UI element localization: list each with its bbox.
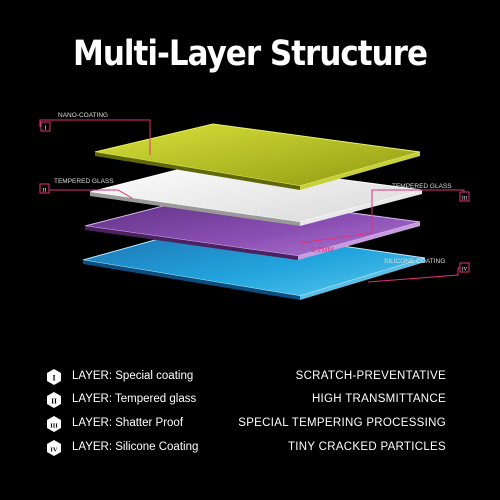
legend-feature-label: SCRATCH-PREVENTATIVE [295,370,446,382]
tempered-left-callout-line [48,189,133,199]
svg-text:II: II [51,397,57,406]
legend-layer-label: LAYER: Shatter Proof [72,417,184,429]
svg-text:III: III [462,197,467,202]
legend-row-3: III LAYER: Shatter Proof SPECIAL TEMPERI… [46,415,446,435]
nano-coating-layer [94,123,421,187]
callout-marker-4: IV [459,262,470,273]
svg-text:I: I [52,374,55,383]
nano-coating-label: NANO-COATING [58,112,108,119]
legend-feature-label: HIGH TRANSMITTANCE [311,393,446,405]
svg-text:IV: IV [50,447,58,454]
legend-feature-label: SPECIAL TEMPERING PROCESSING [238,417,446,429]
svg-text:IV: IV [462,268,468,273]
tempered-glass-left-label: TEMPERED GLASS [54,178,114,185]
layer-diagram: I II III IV NANO-COATING TEMPERED GLASS … [39,112,470,300]
page-title: Multi-Layer Structure [73,33,428,75]
legend-feature-label: TINY CRACKED PARTICLES [287,441,446,453]
numeral-3-icon: III [47,416,61,432]
svg-text:I: I [45,126,47,132]
silicone-coating-label: SILICONE COATING [384,258,445,265]
numeral-2-icon: II [47,392,61,408]
numeral-1-icon: I [47,369,61,385]
legend-layer-label: LAYER: Tempered glass [72,393,197,405]
svg-text:II: II [43,188,47,194]
callout-marker-1: I [40,121,51,132]
nano-callout-line [39,119,151,155]
callout-marker-2: II [39,183,50,194]
legend-layer-label: LAYER: Special coating [72,370,194,382]
numeral-4-icon: IV [47,440,61,456]
legend-row-4: IV LAYER: Silicone Coating TINY CRACKED … [46,439,446,459]
svg-text:III: III [50,423,58,430]
tempered-glass-right-label: TEMPERED GLASS [392,183,452,190]
thickness-label: 0.2MM [311,245,334,254]
callout-marker-3: III [459,191,470,202]
legend-row-2: II LAYER: Tempered glass HIGH TRANSMITTA… [46,391,446,411]
legend-layer-label: LAYER: Silicone Coating [72,441,199,453]
legend-row-1: I LAYER: Special coating SCRATCH-PREVENT… [46,368,446,388]
